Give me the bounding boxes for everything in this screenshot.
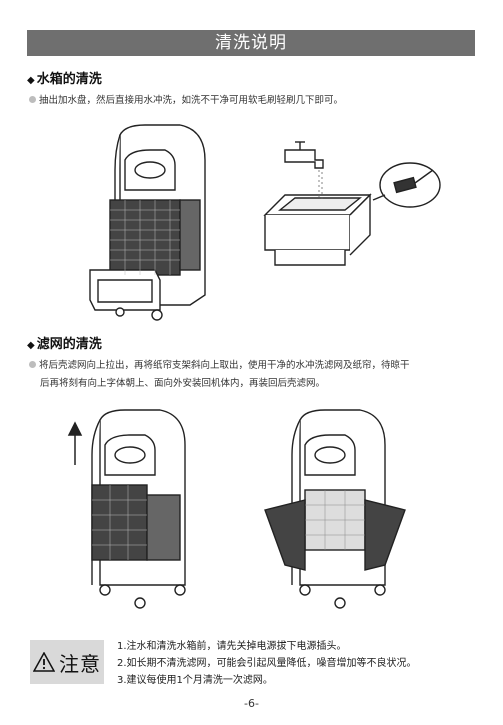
cooler-tank-out-illustration [89,124,206,321]
warning-triangle-icon [33,652,55,672]
diamond-bullet-icon: ◆ [27,340,35,351]
diamond-bullet-icon: ◆ [27,75,35,86]
bullet-dot-icon [29,361,36,368]
caution-note: 1.注水和清洗水箱前，请先关掉电源拔下电源插头。 [117,641,347,652]
page-number: -6- [244,697,259,710]
cooler-filter-open-illustration [264,409,406,609]
caution-badge: 注意 [30,640,104,684]
caution-note: 2.如长期不清洗滤网，可能会引起风量降低，噪音增加等不良状况。 [117,658,417,669]
caution-note: 3.建议每使用1个月清洗一次滤网。 [117,675,273,686]
section-heading-text: 滤网的清洗 [36,337,102,352]
bullet-dot-icon [29,96,36,103]
cooler-filter-up-illustration [67,409,186,609]
section-text-filter: 将后壳滤网向上拉出，再将纸帘支架斜向上取出，使用干净的水冲洗滤网及纸帘，待晾干 … [29,357,410,393]
section-heading-filter: ◆滤网的清洗 [27,333,102,352]
section-text-water-tank: 抽出加水盘，然后直接用水冲洗，如洗不干净可用软毛刷轻刷几下即可。 [29,92,343,110]
page-title: 清洗说明 [27,30,475,56]
section-heading-text: 水箱的清洗 [36,72,102,87]
section-heading-water-tank: ◆水箱的清洗 [27,68,102,87]
caution-notes: 1.注水和清洗水箱前，请先关掉电源拔下电源插头。 2.如长期不清洗滤网，可能会引… [117,638,417,689]
tray-washing-illustration [263,141,441,266]
caution-label: 注意 [59,651,101,676]
